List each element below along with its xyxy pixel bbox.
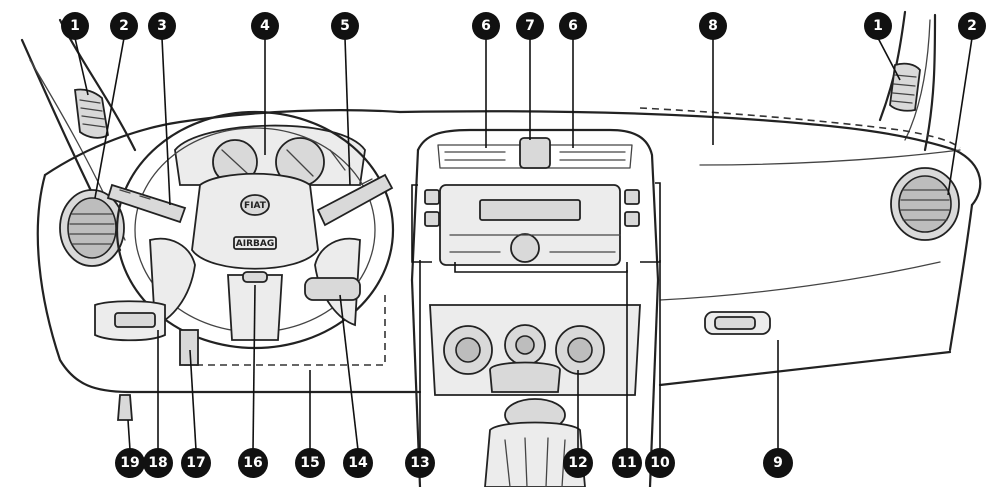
left-storage: [94, 300, 166, 342]
leader-lines: [74, 37, 973, 451]
svg-text:16: 16: [243, 455, 262, 471]
bonnet-release: [117, 394, 133, 421]
right-stalk: [316, 173, 394, 227]
callout-13: 13: [405, 448, 435, 478]
svg-text:8: 8: [708, 18, 718, 34]
centre-console: [410, 128, 660, 487]
svg-text:13: 13: [410, 455, 429, 471]
callout-1-right: 1: [864, 12, 892, 40]
steering-adjust-lever: [304, 277, 361, 301]
callout-11: 11: [612, 448, 642, 478]
callout-8: 8: [699, 12, 727, 40]
svg-text:2: 2: [119, 18, 129, 34]
left-side-vent: [59, 189, 125, 267]
svg-text:14: 14: [348, 455, 368, 471]
callout-10: 10: [645, 448, 675, 478]
callout-16: 16: [238, 448, 268, 478]
svg-text:7: 7: [525, 18, 535, 34]
callout-14: 14: [343, 448, 373, 478]
callout-15: 15: [295, 448, 325, 478]
callout-18: 18: [143, 448, 173, 478]
callout-5: 5: [331, 12, 359, 40]
svg-text:6: 6: [568, 18, 578, 34]
svg-text:3: 3: [157, 18, 167, 34]
svg-text:19: 19: [120, 455, 139, 471]
callout-9: 9: [763, 448, 793, 478]
svg-text:1: 1: [873, 18, 883, 34]
svg-text:4: 4: [260, 18, 270, 34]
svg-text:9: 9: [773, 455, 783, 471]
svg-text:1: 1: [70, 18, 80, 34]
climate-controls: [429, 304, 641, 396]
callout-2-left: 2: [110, 12, 138, 40]
svg-text:12: 12: [568, 455, 587, 471]
svg-text:6: 6: [481, 18, 491, 34]
svg-text:17: 17: [186, 455, 205, 471]
callout-17: 17: [181, 448, 211, 478]
glove-box: [659, 261, 941, 335]
svg-text:2: 2: [967, 18, 977, 34]
right-side-vent: [890, 167, 960, 241]
svg-text:11: 11: [617, 455, 636, 471]
left-stalk: [106, 183, 187, 224]
gear-lever: [484, 361, 586, 487]
svg-text:18: 18: [148, 455, 167, 471]
fuse-box-outline: [180, 295, 386, 366]
svg-text:5: 5: [340, 18, 350, 34]
lower-steering-column: [179, 329, 199, 366]
callout-1-left: 1: [61, 12, 89, 40]
callout-6-left: 6: [472, 12, 500, 40]
callout-12: 12: [563, 448, 593, 478]
airbag-label: AIRBAG: [236, 239, 274, 249]
dashboard-outline: [36, 107, 982, 394]
callout-4: 4: [251, 12, 279, 40]
callout-3: 3: [148, 12, 176, 40]
svg-text:15: 15: [300, 455, 319, 471]
instrument-cluster: [174, 124, 366, 187]
svg-text:10: 10: [650, 455, 670, 471]
callout-19: 19: [115, 448, 145, 478]
callout-7: 7: [516, 12, 544, 40]
fiat-emblem: FIAT: [244, 201, 267, 211]
callout-2-right: 2: [958, 12, 986, 40]
left-pillar-vent: [74, 88, 109, 139]
callout-6-right: 6: [559, 12, 587, 40]
